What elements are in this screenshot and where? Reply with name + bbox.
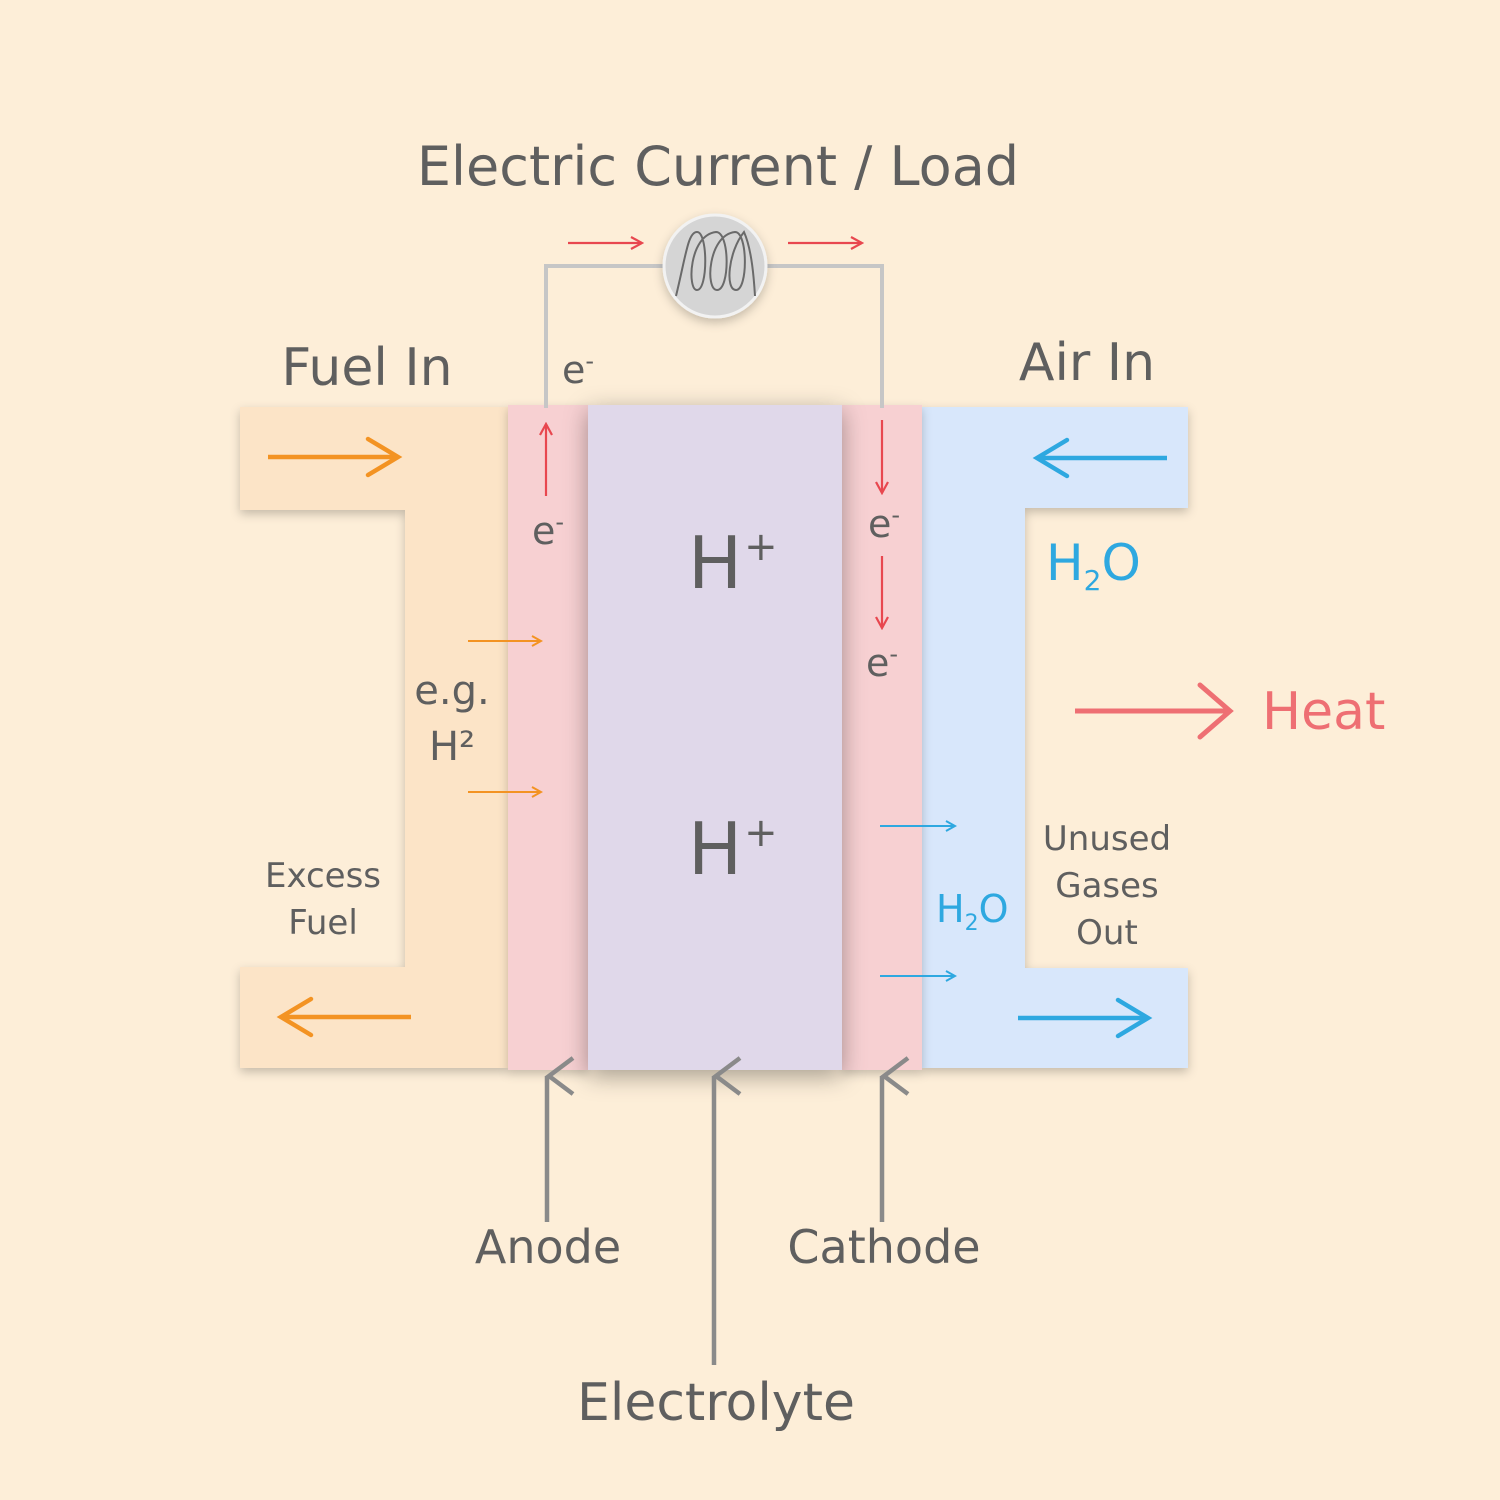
electrolyte-layer xyxy=(588,405,842,1070)
cathode-electron-label-2: e- xyxy=(866,640,898,685)
cathode-label: Cathode xyxy=(787,1220,980,1274)
water-label-upper: H2O xyxy=(1046,534,1141,597)
load-bulb-icon xyxy=(662,213,768,319)
fuel-example-line2: H² xyxy=(429,724,475,770)
proton-label-1: H+ xyxy=(688,521,778,605)
diagram-title: Electric Current / Load xyxy=(417,135,1019,198)
fuel-channel xyxy=(240,407,508,1068)
air-channel xyxy=(922,407,1188,1068)
anode-label: Anode xyxy=(475,1220,621,1274)
water-label-lower: H2O xyxy=(936,887,1009,936)
circuit-wire-right xyxy=(760,264,884,408)
excess-fuel-line1: Excess xyxy=(265,856,381,896)
cathode-electron-label-1: e- xyxy=(868,501,900,546)
electron-label-wire: e- xyxy=(562,347,594,392)
air-in-label: Air In xyxy=(1019,333,1155,393)
heat-label: Heat xyxy=(1262,682,1385,742)
anode-layer xyxy=(508,405,588,1070)
unused-gases-line2: Gases xyxy=(1055,866,1159,906)
fuel-example-line1: e.g. xyxy=(414,668,489,714)
proton-label-2: H+ xyxy=(688,807,778,891)
anode-electron-label: e- xyxy=(532,508,564,553)
cathode-layer xyxy=(842,405,922,1070)
unused-gases-line1: Unused xyxy=(1043,819,1171,859)
unused-gases-line3: Out xyxy=(1076,913,1138,953)
fuel-in-label: Fuel In xyxy=(281,338,452,398)
excess-fuel-line2: Fuel xyxy=(288,903,358,943)
electrolyte-label: Electrolyte xyxy=(577,1373,855,1433)
circuit-wire xyxy=(544,264,670,408)
